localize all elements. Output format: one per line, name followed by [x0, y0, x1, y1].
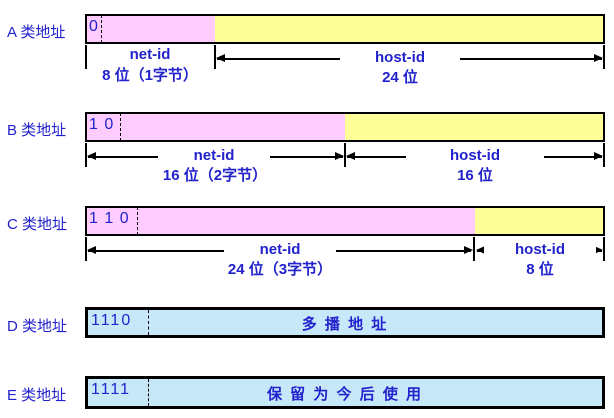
class-b-net-id-segment: [87, 114, 345, 140]
class-c-host-id-caption: host-id: [484, 241, 596, 258]
class-e-description: 保 留 为 今 后 使 用: [266, 386, 423, 403]
class-a-net-id-size: 8 位（1字节）: [102, 67, 198, 84]
class-c-address-box: [85, 206, 605, 236]
class-c-prefix-bits: 1 1 0: [89, 210, 130, 227]
tick-mark: [85, 143, 87, 167]
class-d-prefix-bits: 1110: [91, 312, 133, 329]
class-b-prefix-bits: 1 0: [89, 116, 115, 133]
tick-mark: [603, 237, 605, 261]
arrowhead-right-icon: [594, 246, 603, 254]
arrowhead-left-icon: [346, 152, 355, 160]
tick-mark: [603, 143, 605, 167]
class-a-label: A 类地址: [7, 24, 66, 41]
class-a-host-id-size: 24 位: [382, 69, 418, 86]
tick-mark: [344, 143, 346, 167]
tick-mark: [85, 45, 87, 69]
class-b-net-id-caption: net-id: [158, 147, 270, 164]
arrowhead-right-icon: [464, 246, 473, 254]
class-e-address-box: [85, 376, 605, 409]
class-d-address-box: [85, 307, 605, 338]
class-a-prefix-bits: 0: [89, 18, 98, 35]
class-e-label: E 类地址: [7, 387, 67, 404]
class-b-host-id-segment: [345, 114, 603, 140]
class-d-label: D 类地址: [7, 318, 68, 335]
class-c-host-id-segment: [475, 208, 603, 234]
class-b-label: B 类地址: [7, 122, 67, 139]
class-e-prefix-bits: 1111: [91, 381, 132, 398]
arrowhead-left-icon: [87, 246, 96, 254]
arrowhead-right-icon: [594, 152, 603, 160]
class-c-net-id-segment: [87, 208, 475, 234]
class-c-host-id-size: 8 位: [526, 261, 554, 278]
class-c-label: C 类地址: [7, 216, 68, 233]
tick-mark: [85, 237, 87, 261]
class-b-net-id-size: 16 位（2字节）: [162, 167, 268, 184]
class-b-host-id-size: 16 位: [457, 167, 493, 184]
arrowhead-right-icon: [594, 54, 603, 62]
tick-mark: [473, 237, 475, 261]
class-b-host-id-caption: host-id: [406, 147, 544, 164]
class-c-net-id-size: 24 位（3字节）: [227, 261, 333, 278]
class-a-bit-boundary-dash: [101, 15, 102, 43]
tick-mark: [603, 45, 605, 69]
class-d-bit-boundary-dash: [148, 310, 149, 335]
class-c-bit-boundary-dash: [137, 207, 138, 235]
class-a-net-id-caption: net-id: [129, 46, 171, 63]
arrowhead-left-icon: [476, 246, 485, 254]
class-a-net-id-segment: [87, 16, 215, 42]
class-d-description: 多 播 地 址: [301, 316, 389, 333]
arrowhead-right-icon: [335, 152, 344, 160]
class-a-host-id-caption: host-id: [340, 49, 460, 66]
class-a-host-id-segment: [215, 16, 603, 42]
class-a-address-box: [85, 14, 605, 44]
arrowhead-left-icon: [216, 54, 225, 62]
class-b-address-box: [85, 112, 605, 142]
arrowhead-left-icon: [87, 152, 96, 160]
class-e-bit-boundary-dash: [148, 379, 149, 406]
class-c-net-id-caption: net-id: [224, 241, 336, 258]
class-b-bit-boundary-dash: [120, 113, 121, 141]
tick-mark: [214, 45, 216, 69]
